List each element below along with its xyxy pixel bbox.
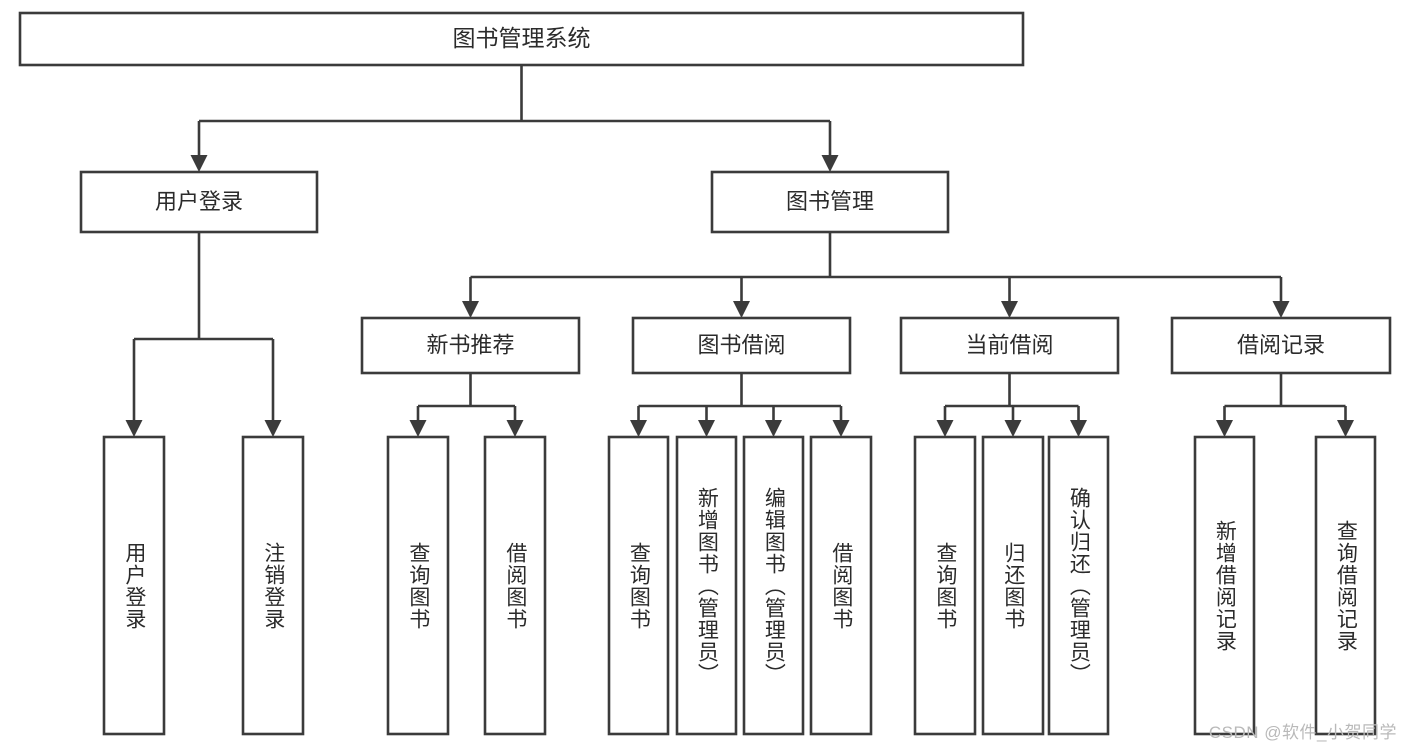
edge-bookmgmt-split-arrowhead-0 [462,301,479,318]
node-label-new-book-recommend: 新书推荐 [426,332,514,357]
edge-bookborrow-split-arrowhead-3 [832,420,850,437]
node-box-user-login[interactable] [79,170,319,234]
node-box-leaf-user-login[interactable] [102,435,166,736]
node-box-leaf-query-book-current[interactable] [913,435,977,736]
node-box-root[interactable] [18,11,1025,67]
edge-root-split-arrowhead-1 [821,155,839,172]
node-label-book-borrow: 图书借阅 [697,332,785,357]
node-label-borrow-record: 借阅记录 [1237,332,1325,357]
node-box-leaf-query-borrow-record[interactable] [1314,435,1377,736]
node-box-leaf-query-book-new[interactable] [386,435,450,736]
node-box-book-management[interactable] [710,170,950,234]
edge-currentborrow-split-arrowhead-2 [1070,420,1087,437]
node-label-user-login: 用户登录 [155,189,243,214]
edge-root-split-arrowhead-0 [190,155,208,172]
node-box-new-book-recommend[interactable] [360,316,581,375]
edge-newbook-split-arrowhead-1 [506,420,524,437]
watermark: CSDN @软件_小贺同学 [1208,723,1397,742]
edge-bookborrow-split-arrowhead-1 [698,420,715,437]
node-box-leaf-edit-book-admin[interactable] [742,435,805,736]
edge-currentborrow-split-arrowhead-0 [936,420,954,437]
edge-bookmgmt-split-arrowhead-1 [733,301,750,318]
connectors-layer [125,65,1354,437]
boxes-layer [18,11,1392,736]
edge-userlogin-split-arrowhead-1 [264,420,282,437]
edge-borrowrecord-split-arrowhead-1 [1337,420,1354,437]
node-box-leaf-borrow-book-new[interactable] [483,435,547,736]
edge-bookmgmt-split-arrowhead-2 [1001,301,1018,318]
node-box-book-borrow[interactable] [631,316,852,375]
edge-bookborrow-split-arrowhead-2 [765,420,782,437]
edge-bookmgmt-split-arrowhead-3 [1272,301,1290,318]
edge-newbook-split-arrowhead-0 [409,420,427,437]
node-box-leaf-logout[interactable] [241,435,305,736]
node-box-current-borrow[interactable] [899,316,1120,375]
edge-userlogin-split-arrowhead-0 [125,420,143,437]
node-box-leaf-confirm-return-admin[interactable] [1047,435,1110,736]
node-label-book-management: 图书管理 [786,189,874,214]
node-box-leaf-add-book-admin[interactable] [675,435,738,736]
edge-bookborrow-split-arrowhead-0 [630,420,647,437]
node-box-leaf-borrow-book[interactable] [809,435,873,736]
node-label-current-borrow: 当前借阅 [965,332,1053,357]
node-box-leaf-query-book-borrow[interactable] [607,435,670,736]
edge-currentborrow-split-arrowhead-1 [1004,420,1022,437]
node-box-leaf-return-book[interactable] [981,435,1045,736]
edge-borrowrecord-split-arrowhead-0 [1216,420,1233,437]
node-label-root: 图书管理系统 [453,25,591,51]
node-box-borrow-record[interactable] [1170,316,1392,375]
node-box-leaf-add-borrow-record[interactable] [1193,435,1256,736]
